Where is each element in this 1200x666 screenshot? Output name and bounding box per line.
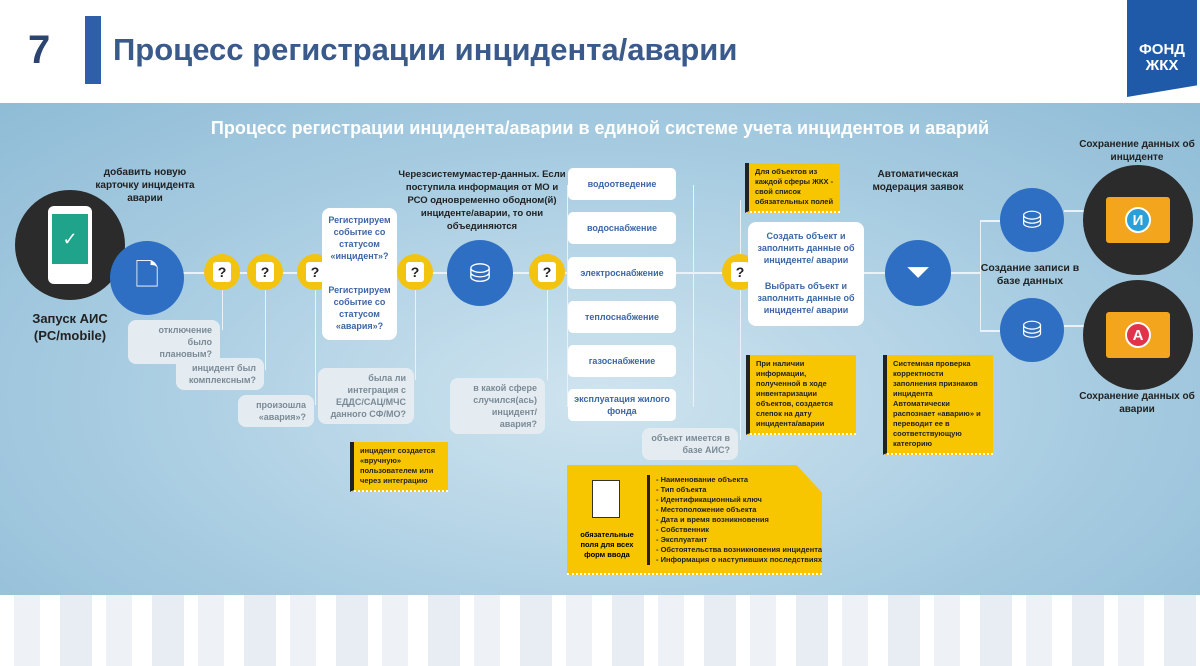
check-icon: ✓ <box>52 214 88 264</box>
db-record-label: Создание записи в базе данных <box>980 262 1080 287</box>
question-accident: произошла «авария»? <box>238 395 314 427</box>
flow-line <box>1064 210 1094 212</box>
add-card-label: добавить новую карточку инцидента аварии <box>95 167 195 204</box>
question-icon: ? <box>529 254 565 290</box>
mandatory-field: - Местоположение объекта <box>656 505 757 514</box>
save-accident-label: Сохранение данных об аварии <box>1079 391 1195 415</box>
mandatory-label: обязательные поля для всех форм ввода <box>580 530 634 559</box>
sphere-item: газоснабжение <box>568 345 676 377</box>
mandatory-field: - Наименование объекта <box>656 475 749 484</box>
mandatory-field: - Собственник <box>656 525 710 534</box>
mandatory-field: - Эксплуатант <box>656 535 708 544</box>
note-manual: инцидент создается «вручную» пользовател… <box>350 442 448 492</box>
folder-accident-icon: А <box>1083 280 1193 390</box>
question-complex: инцидент был комплексным? <box>176 358 264 390</box>
moderation-label: Автоматическая модерация заявок <box>872 169 964 193</box>
note-snapshot: При наличии информации, полученной в ход… <box>746 355 856 435</box>
start-label: Запуск АИС (PC/mobile) <box>32 311 108 343</box>
register-accident: Регистрируем событие со статусом «авария… <box>328 285 391 331</box>
mandatory-fields-panel: обязательные поля для всех форм ввода - … <box>567 465 822 575</box>
spheres-line <box>693 185 694 407</box>
diagram-subtitle: Процесс регистрации инцидента/аварии в е… <box>210 118 990 138</box>
incident-badge: И <box>1125 207 1151 233</box>
logo-text: ФОНД ЖКХ <box>1139 41 1185 74</box>
q-line <box>547 290 548 380</box>
slide-number: 7 <box>28 28 51 72</box>
mandatory-field: - Тип объекта <box>656 485 707 494</box>
mandatory-field: - Дата и время возникновения <box>656 515 769 524</box>
note-check: Системная проверка корректности заполнен… <box>883 355 993 455</box>
save-incident-label: Сохранение данных об инциденте <box>1079 139 1195 163</box>
mandatory-field: - Обстоятельства возникновения инцидента <box>656 545 823 554</box>
object-actions-box: Создать объект и заполнить данные об инц… <box>748 222 864 326</box>
document-icon <box>592 480 620 518</box>
question-icon: ? <box>247 254 283 290</box>
flow-line <box>950 272 980 274</box>
sphere-item: электроснабжение <box>568 257 676 289</box>
sphere-item: водоснабжение <box>568 212 676 244</box>
title-divider <box>85 16 101 84</box>
phone-icon: ✓ <box>15 190 125 300</box>
add-document-icon: 🗋 <box>110 241 184 315</box>
footer-city-skyline <box>0 595 1200 666</box>
create-object: Создать объект и заполнить данные об инц… <box>757 231 855 265</box>
question-icon: ? <box>397 254 433 290</box>
mandatory-field: - Информация о наступивших последствиях <box>656 555 823 564</box>
folder-incident-icon: И <box>1083 165 1193 275</box>
database-add-icon: ⛁ <box>1000 188 1064 252</box>
flow-line <box>1064 325 1094 327</box>
question-object-exists: объект имеется в базе АИС? <box>642 428 738 460</box>
q-line <box>315 290 316 405</box>
select-object: Выбрать объект и заполнить данные об инц… <box>757 281 855 315</box>
note-fields: Для объектов из каждой сферы ЖКХ - свой … <box>745 163 840 213</box>
question-icon: ? <box>204 254 240 290</box>
spheres-line <box>567 185 568 407</box>
accident-badge: А <box>1125 322 1151 348</box>
sphere-item: эксплуатация жилого фонда <box>568 389 676 421</box>
question-sphere: в какой сфере случился(ась) инцидент/ава… <box>450 378 545 434</box>
mandatory-field: - Идентификационный ключ <box>656 495 762 504</box>
sphere-item: водоотведение <box>568 168 676 200</box>
database-search-icon: ⛁ <box>447 240 513 306</box>
mandatory-fields-list: - Наименование объекта- Тип объекта- Иде… <box>647 475 822 565</box>
page-title: Процесс регистрации инцидента/аварии <box>113 32 738 67</box>
master-data-label: Черезсистемумастер-данных. Если поступил… <box>398 169 566 232</box>
q-line <box>222 290 223 330</box>
flow-line <box>980 220 1000 222</box>
q-line <box>740 200 741 440</box>
branch-line <box>980 220 981 330</box>
flow-line <box>980 330 1000 332</box>
question-planned: отключение было плановым? <box>128 320 220 364</box>
logo: ФОНД ЖКХ <box>1127 0 1197 97</box>
sphere-item: теплоснабжение <box>568 301 676 333</box>
q-line <box>415 290 416 380</box>
q-line <box>265 290 266 370</box>
funnel-icon: ⏷ <box>885 240 951 306</box>
database-add-icon: ⛁ <box>1000 298 1064 362</box>
register-status-box: Регистрируем событие со статусом «инциде… <box>322 208 397 340</box>
register-incident: Регистрируем событие со статусом «инциде… <box>328 215 391 261</box>
question-integration: была ли интеграция с ЕДДС/САЦ/МЧС данног… <box>318 368 414 424</box>
